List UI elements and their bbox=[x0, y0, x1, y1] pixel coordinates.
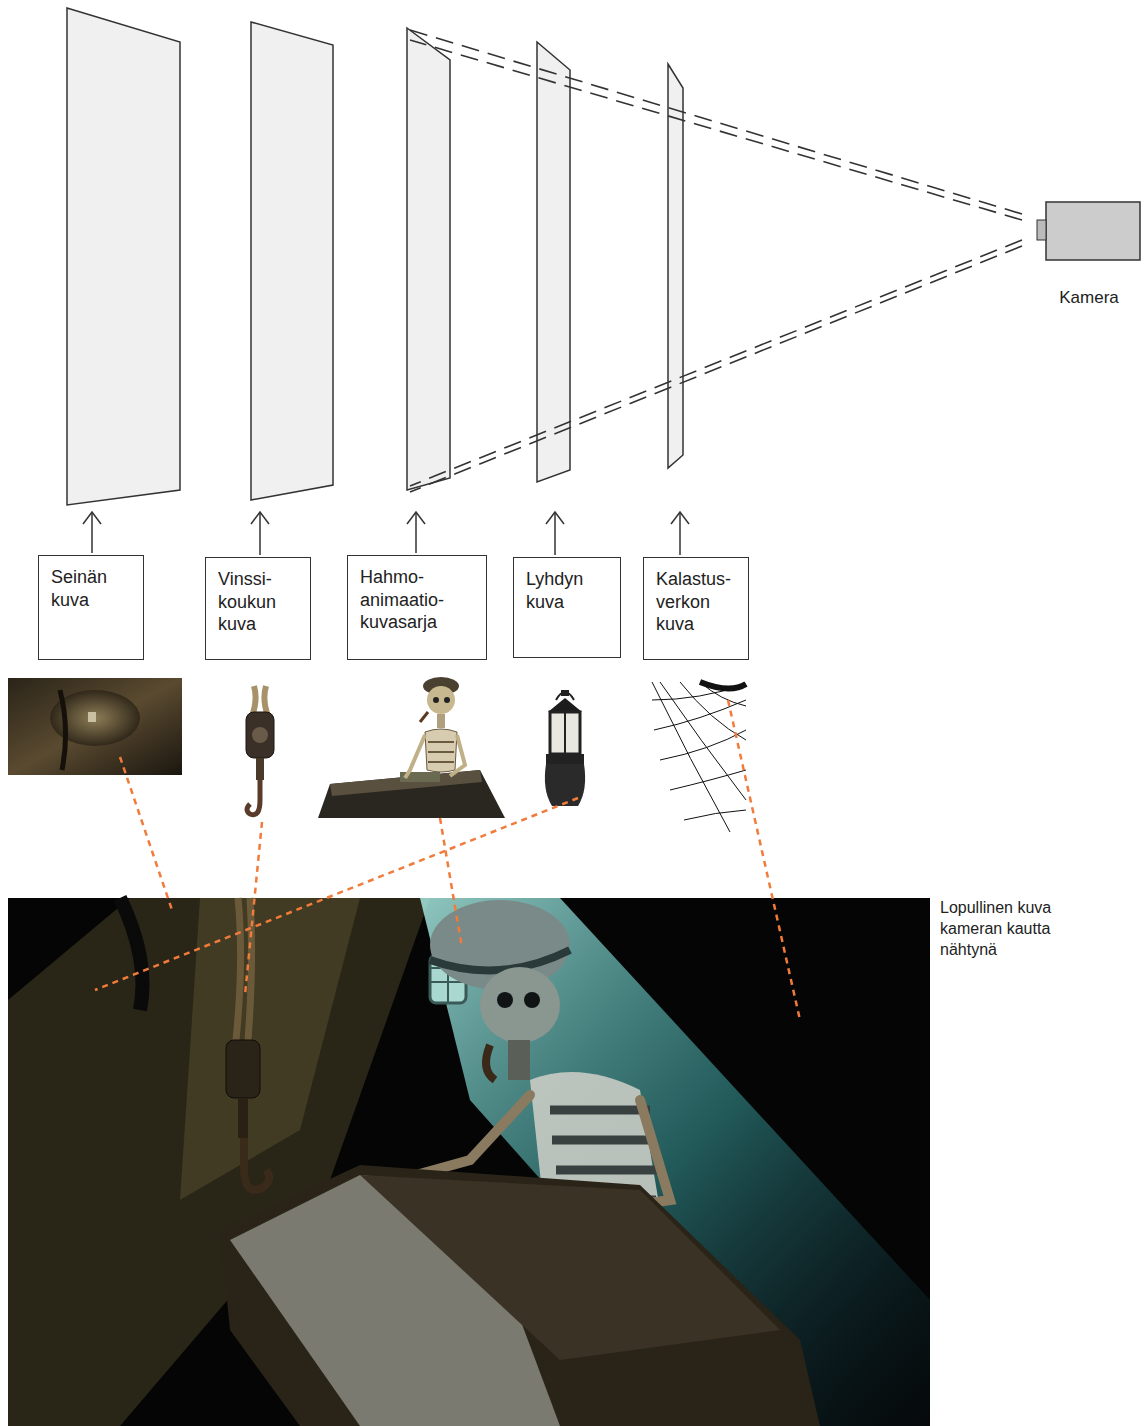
final-render bbox=[508, 1040, 530, 1080]
character-thumbnail bbox=[433, 697, 439, 703]
lantern-thumbnail bbox=[545, 764, 585, 806]
character-thumbnail bbox=[318, 770, 505, 818]
view-line bbox=[410, 240, 1022, 486]
hook-thumbnail bbox=[246, 712, 274, 758]
label-box: Seinän kuva bbox=[38, 555, 144, 660]
character-thumbnail bbox=[318, 677, 505, 818]
final-render bbox=[8, 898, 930, 1426]
box-label: Lyhdyn kuva bbox=[526, 568, 583, 613]
character-thumbnail bbox=[420, 712, 428, 722]
hook-thumbnail bbox=[252, 727, 268, 743]
image-plane bbox=[407, 28, 450, 490]
camera-lens bbox=[1037, 220, 1046, 240]
box-label: Hahmo- animaatio- kuvasarja bbox=[360, 566, 444, 634]
lantern-thumbnail bbox=[550, 712, 580, 754]
box-label: Vinssi- koukun kuva bbox=[218, 568, 276, 636]
pointer-arrow bbox=[91, 512, 93, 553]
image-plane bbox=[67, 8, 180, 505]
lantern-thumbnail bbox=[548, 698, 582, 712]
pointer-arrow bbox=[259, 512, 261, 555]
final-render bbox=[236, 898, 252, 1040]
camera-body bbox=[1046, 202, 1140, 260]
hook-thumbnail bbox=[246, 686, 274, 815]
pointer-arrow bbox=[83, 512, 101, 524]
leader-line bbox=[245, 822, 262, 995]
box-label: Kalastus- verkon kuva bbox=[656, 568, 731, 636]
final-render bbox=[220, 1165, 820, 1426]
final-render bbox=[497, 992, 513, 1008]
pointer-arrow bbox=[546, 512, 564, 524]
pointer-arrow bbox=[671, 512, 689, 524]
character-thumbnail bbox=[444, 697, 450, 703]
character-thumbnail bbox=[405, 735, 465, 778]
view-line bbox=[410, 246, 1022, 492]
final-render bbox=[430, 950, 570, 970]
label-box: Hahmo- animaatio- kuvasarja bbox=[347, 555, 487, 660]
pointer-arrow bbox=[679, 512, 681, 555]
pointer-arrow bbox=[407, 512, 425, 524]
wall-thumbnail bbox=[8, 678, 182, 775]
pointer-arrow bbox=[251, 512, 269, 524]
hook-thumbnail bbox=[256, 758, 264, 780]
final-render bbox=[480, 967, 560, 1043]
camera-node: Kamera bbox=[1036, 200, 1142, 310]
hook-thumbnail bbox=[247, 780, 260, 815]
label-box: Kalastus- verkon kuva bbox=[643, 557, 749, 660]
final-render bbox=[360, 1175, 780, 1360]
pointer-arrow bbox=[554, 512, 556, 555]
pointer-arrow bbox=[415, 512, 417, 553]
final-render bbox=[226, 1040, 260, 1098]
camera-label: Kamera bbox=[1059, 288, 1119, 308]
final-render bbox=[238, 1098, 248, 1138]
final-render bbox=[244, 1138, 269, 1190]
wall-thumbnail bbox=[60, 690, 66, 770]
net-thumbnail bbox=[650, 680, 748, 833]
view-line bbox=[410, 30, 1022, 214]
leader-line bbox=[95, 798, 578, 990]
leader-line bbox=[440, 818, 462, 948]
lantern-thumbnail bbox=[564, 712, 566, 754]
character-thumbnail bbox=[425, 729, 457, 772]
final-render bbox=[486, 1045, 495, 1080]
net-thumbnail bbox=[652, 684, 746, 820]
lantern-thumbnail bbox=[545, 690, 585, 806]
box-label: Seinän kuva bbox=[51, 566, 107, 611]
pointer-arrow bbox=[83, 512, 689, 555]
character-thumbnail bbox=[437, 714, 445, 728]
image-plane bbox=[668, 64, 683, 468]
final-render bbox=[180, 898, 360, 1200]
wall-thumbnail bbox=[88, 712, 96, 722]
view-line bbox=[410, 30, 1022, 492]
leader-line bbox=[728, 700, 800, 1020]
image-plane bbox=[251, 22, 333, 500]
net-thumbnail bbox=[700, 682, 746, 689]
final-render bbox=[8, 898, 930, 1426]
image-plane bbox=[67, 8, 683, 505]
wall-thumbnail bbox=[8, 678, 182, 775]
lantern-thumbnail bbox=[546, 754, 584, 764]
view-line bbox=[410, 40, 1022, 220]
lantern-thumbnail bbox=[561, 690, 569, 696]
caption-note: Lopullinen kuva kameran kautta nähtynä bbox=[940, 898, 1090, 960]
net-thumbnail bbox=[652, 682, 746, 832]
final-render bbox=[120, 898, 143, 1010]
final-render bbox=[524, 992, 540, 1008]
leader-line bbox=[95, 700, 800, 1020]
camera-icon bbox=[1036, 200, 1142, 262]
label-box: Lyhdyn kuva bbox=[513, 557, 621, 658]
label-box: Vinssi- koukun kuva bbox=[205, 557, 311, 660]
image-plane bbox=[537, 42, 570, 482]
character-thumbnail bbox=[428, 742, 454, 762]
character-thumbnail bbox=[427, 686, 455, 714]
leader-line bbox=[120, 757, 172, 910]
net-thumbnail bbox=[650, 680, 748, 833]
